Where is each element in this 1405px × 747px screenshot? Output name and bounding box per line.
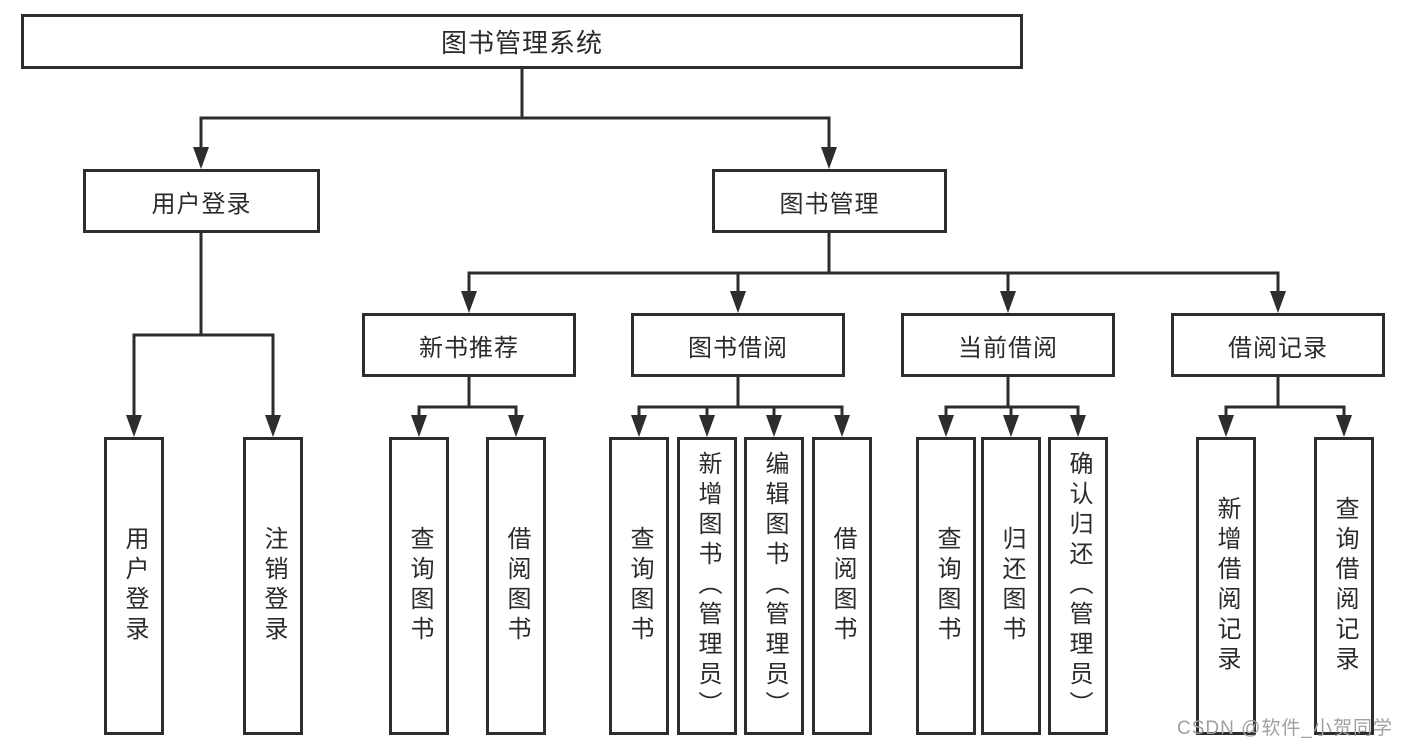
node-label: 编辑图书（管理员） bbox=[761, 451, 788, 721]
node-label: 查询借阅记录 bbox=[1331, 496, 1358, 676]
node-new-book-recommend: 新书推荐 bbox=[362, 313, 576, 377]
node-label: 查询图书 bbox=[626, 526, 653, 646]
leaf-edit-books-admin: 编辑图书（管理员） bbox=[744, 437, 804, 735]
leaf-borrow-books: 借阅图书 bbox=[812, 437, 872, 735]
node-label: 确认归还（管理员） bbox=[1065, 451, 1092, 721]
leaf-logout: 注销登录 bbox=[243, 437, 303, 735]
node-label: 借阅图书 bbox=[503, 526, 530, 646]
connector-borrow-records-children bbox=[1224, 377, 1346, 418]
node-user-login: 用户登录 bbox=[83, 169, 320, 233]
leaf-user-login: 用户登录 bbox=[104, 437, 164, 735]
node-label: 图书管理 bbox=[779, 190, 880, 218]
node-borrow-records: 借阅记录 bbox=[1171, 313, 1385, 377]
node-current-borrow: 当前借阅 bbox=[901, 313, 1115, 377]
connector-user-login-children bbox=[132, 233, 275, 418]
connector-new-book-children bbox=[417, 377, 518, 418]
arrowheads bbox=[126, 147, 1352, 437]
node-label: 新书推荐 bbox=[419, 334, 519, 362]
leaf-query-books-borrow: 查询图书 bbox=[609, 437, 669, 735]
connector-current-borrow-children bbox=[944, 377, 1080, 418]
node-book-management-system: 图书管理系统 bbox=[21, 14, 1023, 69]
node-label: 当前借阅 bbox=[958, 334, 1058, 362]
connector-root-to-level2 bbox=[199, 69, 831, 150]
node-label: 查询图书 bbox=[406, 526, 433, 646]
node-label: 借阅图书 bbox=[829, 526, 856, 646]
leaf-query-books-newbook: 查询图书 bbox=[389, 437, 449, 735]
node-label: 新增图书（管理员） bbox=[694, 451, 721, 721]
node-book-borrow: 图书借阅 bbox=[631, 313, 845, 377]
node-label: 注销登录 bbox=[260, 526, 287, 646]
connector-book-management-children bbox=[467, 233, 1280, 294]
node-label: 用户登录 bbox=[151, 190, 252, 218]
leaf-confirm-return-admin: 确认归还（管理员） bbox=[1048, 437, 1108, 735]
leaf-add-borrow-record: 新增借阅记录 bbox=[1196, 437, 1256, 735]
node-label: 图书借阅 bbox=[688, 334, 788, 362]
leaf-return-books: 归还图书 bbox=[981, 437, 1041, 735]
watermark-text: CSDN @软件_小贺同学 bbox=[1177, 718, 1393, 739]
leaf-query-books-current: 查询图书 bbox=[916, 437, 976, 735]
node-label: 归还图书 bbox=[998, 526, 1025, 646]
node-label: 图书管理系统 bbox=[440, 28, 603, 58]
node-book-management: 图书管理 bbox=[712, 169, 947, 233]
leaf-query-borrow-record: 查询借阅记录 bbox=[1314, 437, 1374, 735]
node-label: 用户登录 bbox=[121, 526, 148, 646]
node-label: 查询图书 bbox=[933, 526, 960, 646]
leaf-borrow-books-newbook: 借阅图书 bbox=[486, 437, 546, 735]
node-label: 借阅记录 bbox=[1228, 334, 1328, 362]
node-label: 新增借阅记录 bbox=[1213, 496, 1240, 676]
connector-book-borrow-children bbox=[637, 377, 844, 418]
leaf-add-books-admin: 新增图书（管理员） bbox=[677, 437, 737, 735]
